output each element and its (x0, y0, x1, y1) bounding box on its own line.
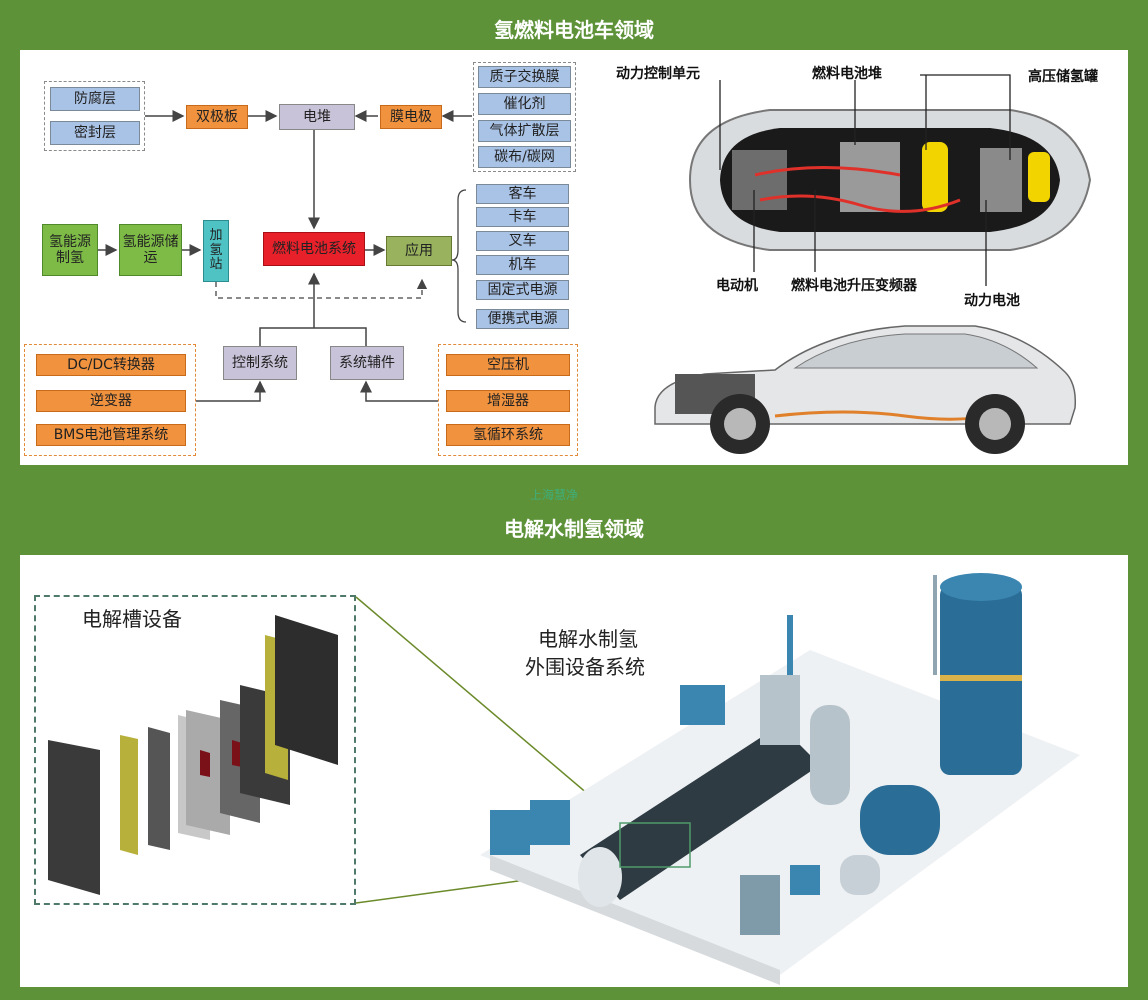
h2-source-box: 氢能源制氢 (42, 224, 98, 276)
layer-group (44, 81, 145, 151)
electrolyzer-label: 电解槽设备 (82, 607, 182, 631)
application-item: 卡车 (476, 207, 569, 227)
seal-layer-box: 密封层 (50, 121, 140, 145)
top-section-title: 氢燃料电池车领域 (494, 18, 654, 42)
flow-connectors (98, 110, 472, 402)
control-part-item: 逆变器 (36, 390, 186, 412)
aux-part-item: 氢循环系统 (446, 424, 570, 446)
control-part-item: BMS电池管理系统 (36, 424, 186, 446)
bipolar-plate-box: 双极板 (186, 105, 248, 129)
aux-part-item: 空压机 (446, 354, 570, 376)
fc-system-box: 燃料电池系统 (263, 232, 365, 266)
mea-part-item: 碳布/碳网 (478, 146, 571, 168)
mea-part-item: 质子交换膜 (478, 66, 571, 88)
label-boost-converter: 燃料电池升压变频器 (791, 278, 917, 294)
car-label-leaders (719, 74, 1011, 286)
electrolyzer-illustration (48, 573, 1080, 985)
application-item: 叉车 (476, 231, 569, 251)
bottom-panel: 电解槽设备 (20, 555, 1128, 987)
application-item: 客车 (476, 184, 569, 204)
application-box: 应用 (386, 236, 452, 266)
aux-part-item: 增湿器 (446, 390, 570, 412)
mea-box: 膜电极 (380, 105, 442, 129)
top-panel: 防腐层 密封层 双极板 电堆 膜电极 质子交换膜 催化剂 气体扩散层 碳布/碳网… (20, 50, 1128, 465)
control-system-box: 控制系统 (223, 346, 297, 380)
aux-parts-group (438, 344, 578, 456)
label-h2-tank: 高压储氢罐 (1028, 69, 1098, 85)
h2-station-box: 加氢站 (203, 220, 229, 282)
control-part-item: DC/DC转换器 (36, 354, 186, 376)
electrolyzer-frame (34, 595, 356, 905)
bottom-section-title: 电解水制氢领域 (504, 517, 644, 541)
watermark: 上海慧净 (530, 488, 579, 502)
stack-box: 电堆 (279, 104, 355, 130)
mea-part-item: 气体扩散层 (478, 120, 571, 142)
aux-system-box: 系统辅件 (330, 346, 404, 380)
application-item: 机车 (476, 255, 569, 275)
label-power-control-unit: 动力控制单元 (616, 66, 700, 82)
car-topview-illustration (688, 109, 1092, 251)
system-label-line1: 电解水制氢 (538, 627, 638, 651)
label-fc-stack: 燃料电池堆 (812, 66, 882, 82)
car-sideview-illustration (654, 325, 1077, 454)
protect-layer-box: 防腐层 (50, 87, 140, 111)
system-label-line2: 外围设备系统 (525, 655, 645, 679)
label-motor: 电动机 (716, 278, 758, 294)
h2-storage-box: 氢能源储运 (119, 224, 182, 276)
label-battery: 动力电池 (964, 293, 1020, 309)
mea-part-item: 催化剂 (478, 93, 571, 115)
application-item: 固定式电源 (476, 280, 569, 300)
mea-parts-group (473, 62, 576, 172)
control-parts-group (24, 344, 196, 456)
application-item: 便携式电源 (476, 309, 569, 329)
